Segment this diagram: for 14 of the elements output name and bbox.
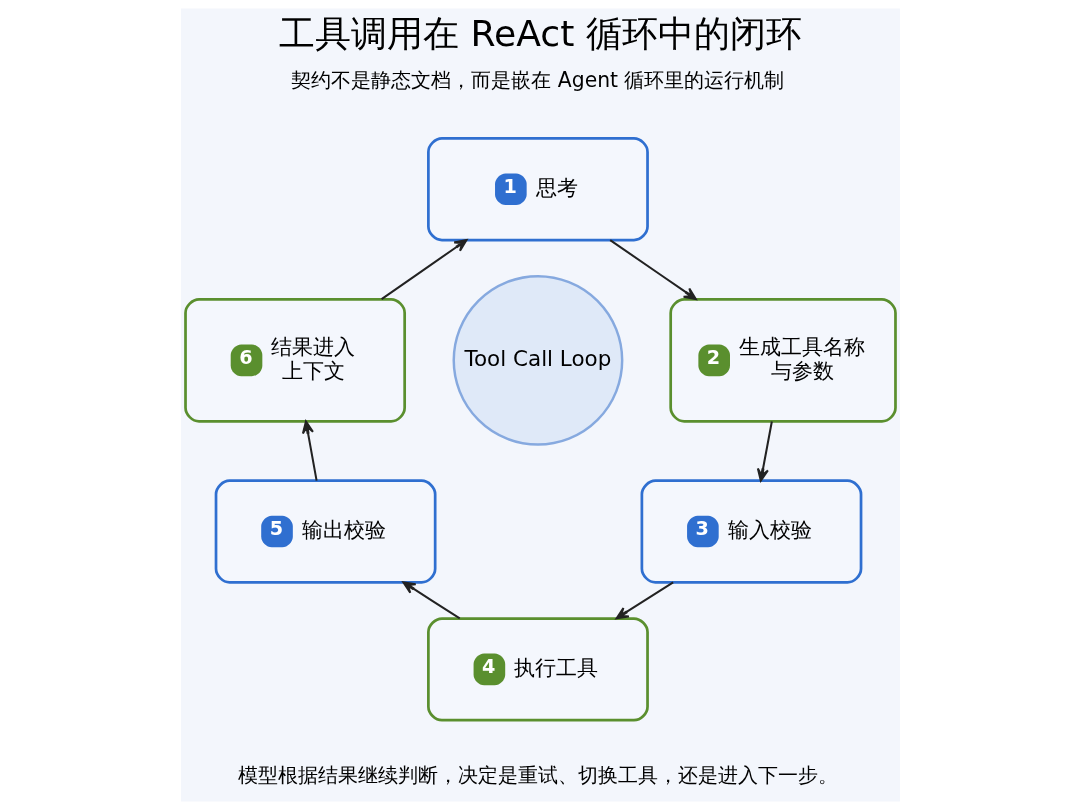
node-circle: Tool Call Loop bbox=[452, 274, 623, 446]
arrow bbox=[756, 421, 773, 482]
arrow bbox=[615, 581, 674, 620]
caption: 模型根据结果继续判断，决定是重试、切换工具，还是进入下一步。 bbox=[237, 762, 838, 787]
node-box: 5 输出校验 bbox=[214, 479, 436, 584]
node-box: 4 执行工具 bbox=[426, 617, 649, 722]
arrow bbox=[401, 581, 460, 620]
arrow bbox=[301, 420, 318, 481]
diagram-title: 工具调用在 ReAct 循环中的闭环 bbox=[278, 12, 802, 56]
label: 契约不是静态文档，而是嵌在 Agent 循环里的运行机制 bbox=[290, 67, 785, 92]
arrow bbox=[609, 239, 697, 301]
node-box: 3 输入校验 bbox=[640, 479, 862, 584]
arrow bbox=[380, 239, 467, 300]
node-box: 1 思考 bbox=[426, 137, 649, 242]
